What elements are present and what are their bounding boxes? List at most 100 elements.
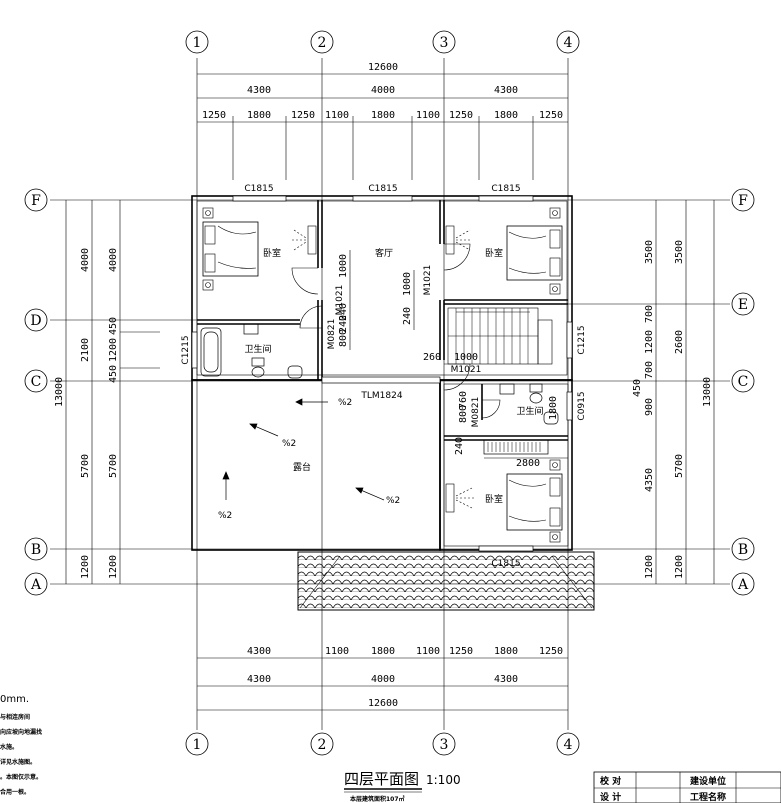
window-label-3: C1815	[491, 184, 520, 194]
dim-top-mid-2: 4000	[371, 85, 395, 96]
inner-dim-8: 260	[423, 352, 441, 363]
doors: M1021 M1021 M1021 M0821 M0821 TLM1824	[291, 243, 501, 428]
inner-dim-13: 2800	[516, 458, 540, 469]
dim-top-mid-1: 4300	[247, 85, 271, 96]
plan-scale: 1:100	[426, 773, 461, 787]
inner-dim-9: 760	[458, 391, 469, 409]
dim-top-mid-3: 4300	[494, 85, 518, 96]
inner-dims: 1000 1000 240 240 240 800 1000 260 760 8…	[338, 250, 568, 469]
dim-right-outer-4: 700	[644, 361, 655, 379]
axis-left-B: B	[31, 542, 41, 558]
window-label-4: C1215	[181, 335, 191, 364]
note-7: 合用一根。	[0, 788, 30, 796]
window-label-1: C1815	[244, 184, 273, 194]
bed-right-upper	[506, 207, 563, 295]
dim-right-outer-5: 450	[632, 379, 643, 397]
axis-bubbles-top: 1 2 3 4	[185, 30, 580, 54]
ac-markers	[292, 225, 476, 513]
dim-right-outer-7: 4350	[644, 468, 655, 492]
axis-right-A: A	[737, 577, 749, 593]
inner-dim-10: 800	[458, 405, 469, 423]
dim-bottom-small-2: 1100	[325, 646, 349, 657]
stair-treads	[448, 308, 538, 364]
dim-bottom-small-4: 1100	[416, 646, 440, 657]
window-label-5: C1215	[577, 325, 587, 354]
dim-bottom-mid-3: 4300	[494, 674, 518, 685]
closet-hatch	[487, 442, 541, 452]
dim-bottom-small-5: 1250	[449, 646, 473, 657]
note-1: 0mm.	[0, 694, 29, 705]
inner-dim-5: 240	[338, 315, 349, 333]
axis-right-B: B	[738, 542, 748, 558]
dim-top-small-7: 1250	[449, 110, 473, 121]
slope-label-3: %2	[218, 511, 232, 521]
window-label-6: C0915	[577, 391, 587, 420]
dim-left-outer-2: 2100	[80, 338, 91, 362]
dim-top-small-3: 1250	[291, 110, 315, 121]
axis-top-1: 1	[193, 35, 202, 51]
tb-project: 工程名称	[690, 791, 726, 803]
dim-right-outer-6: 900	[644, 398, 655, 416]
axis-bubbles-left: F D C B A	[24, 188, 48, 596]
axis-top-2: 2	[318, 35, 327, 51]
dim-top-total: 12600	[368, 62, 398, 73]
plan-title-group: 四层平面图 1:100 本层建筑面积107㎡	[344, 770, 461, 803]
axis-bottom-4: 4	[564, 737, 573, 753]
room-bedroom-right-lower: 卧室	[485, 493, 503, 505]
note-4: 水施。	[0, 743, 18, 751]
dim-bottom-small-3: 1800	[371, 646, 395, 657]
tb-builder: 建设单位	[690, 775, 726, 787]
note-6: 。本图仅示意。	[0, 773, 42, 781]
axis-bottom-1: 1	[193, 737, 202, 753]
window-label-2: C1815	[368, 184, 397, 194]
room-bathroom-left: 卫生间	[244, 343, 271, 355]
room-living: 客厅	[375, 247, 393, 259]
left-dimensions: 13000 4000 2100 5700 1200 4000 450 1200 …	[54, 200, 160, 584]
dim-top-small-1: 1250	[202, 110, 226, 121]
dim-left-inner-4: 450	[108, 365, 119, 383]
slope-labels: %2 %2 %2 %2	[218, 398, 400, 521]
inner-dim-2: 1000	[402, 272, 413, 296]
bottom-dimensions: 4300 1100 1800 1100 1250 1800 1250 4300 …	[197, 646, 568, 711]
room-bedroom-left: 卧室	[263, 247, 281, 259]
dim-bottom-small-1: 4300	[247, 646, 271, 657]
door-label-1: M1021	[335, 285, 345, 316]
dim-top-small-4: 1100	[325, 110, 349, 121]
slope-label-1: %2	[338, 398, 352, 408]
room-bedroom-right-upper: 卧室	[485, 247, 503, 259]
dim-left-total: 13000	[54, 377, 65, 407]
dim-left-inner-2: 450	[108, 317, 119, 335]
dim-top-small-2: 1800	[247, 110, 271, 121]
tb-check: 校 对	[600, 775, 621, 787]
right-dimensions: 3500 700 1200 700 450 900 4350 1200 3500…	[632, 200, 715, 584]
dim-bottom-mid-2: 4000	[371, 674, 395, 685]
axis-left-A: A	[30, 577, 42, 593]
dim-bottom-small-7: 1250	[539, 646, 563, 657]
dim-right-outer-8: 1200	[644, 555, 655, 579]
notes: 0mm. 与相连房间 向应坡向地漏找 水施。 详见水施图。 。本图仅示意。 合用…	[0, 694, 42, 796]
dim-left-outer-1: 4000	[80, 248, 91, 272]
dim-right-inner-2: 2600	[674, 330, 685, 354]
window-label-7: C1815	[491, 559, 520, 569]
bathroom-fixtures	[200, 323, 559, 455]
axis-bubbles-bottom: 1 2 3 4	[185, 732, 580, 756]
inner-dim-3: 240	[402, 307, 413, 325]
windows: C1815 C1815 C1815 C1215 C1215 C0915 C181…	[181, 184, 587, 569]
axis-left-D: D	[30, 313, 41, 329]
door-label-4: M0821	[327, 319, 337, 350]
dim-right-inner-1: 3500	[674, 240, 685, 264]
inner-dim-1: 1000	[338, 254, 349, 278]
bed-right-lower	[506, 459, 563, 543]
inner-dim-6: 800	[338, 329, 349, 347]
note-3: 向应坡向地漏找	[0, 728, 42, 736]
dim-left-inner-1: 4000	[108, 248, 119, 272]
door-label-5: M0821	[471, 397, 481, 428]
axis-right-C: C	[738, 374, 749, 390]
dim-bottom-total: 12600	[368, 698, 398, 709]
dim-left-inner-5: 5700	[108, 454, 119, 478]
dim-top-small-9: 1250	[539, 110, 563, 121]
axis-bottom-2: 2	[318, 737, 327, 753]
dim-right-inner-3: 5700	[674, 454, 685, 478]
inner-dim-4: 240	[338, 303, 349, 321]
